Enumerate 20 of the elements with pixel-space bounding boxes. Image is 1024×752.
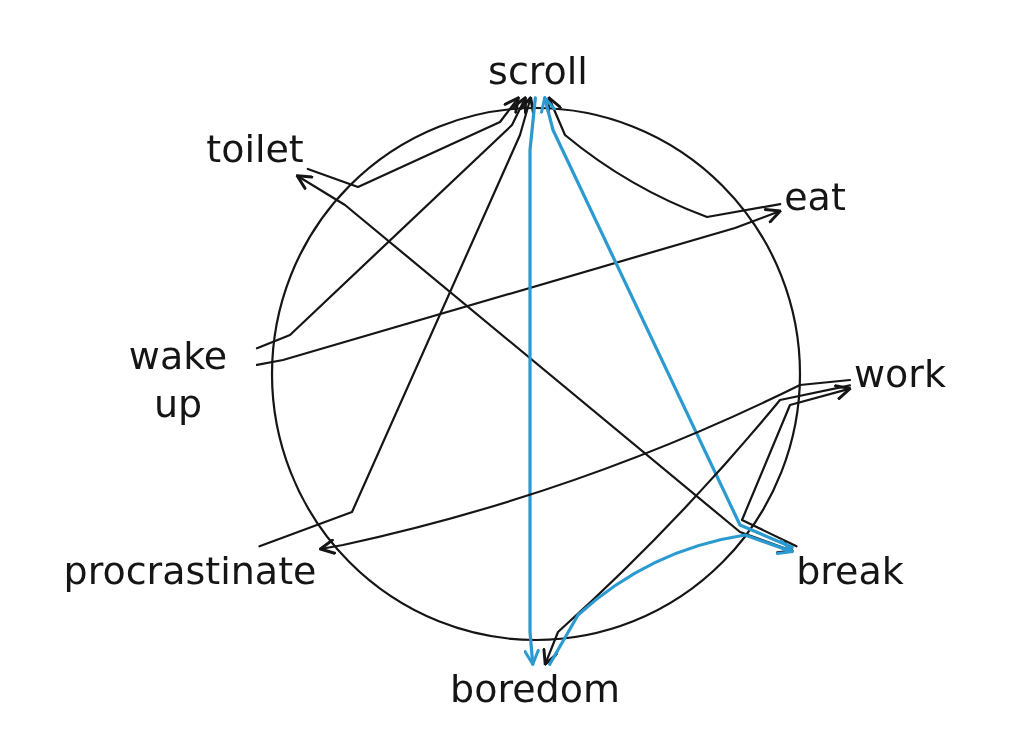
arrow: [255, 96, 527, 350]
arrow: [540, 96, 794, 549]
node-label: scroll: [488, 48, 588, 96]
arrow: [318, 378, 852, 555]
node-label: break: [796, 548, 904, 596]
node-label: procrastinate: [63, 548, 317, 596]
node-label: toilet: [206, 126, 304, 174]
node-label: work: [854, 351, 946, 399]
arrow: [523, 96, 540, 666]
arrow: [542, 384, 852, 666]
arrow: [740, 384, 852, 548]
arrow: [295, 174, 794, 555]
arrow: [306, 96, 520, 189]
node-label: wake up: [103, 332, 253, 428]
node-label: eat: [784, 174, 846, 222]
arrow: [548, 533, 794, 666]
arrow: [255, 208, 782, 367]
node-label: boredom: [450, 666, 620, 714]
arrow: [258, 96, 535, 548]
arrow: [546, 96, 782, 219]
